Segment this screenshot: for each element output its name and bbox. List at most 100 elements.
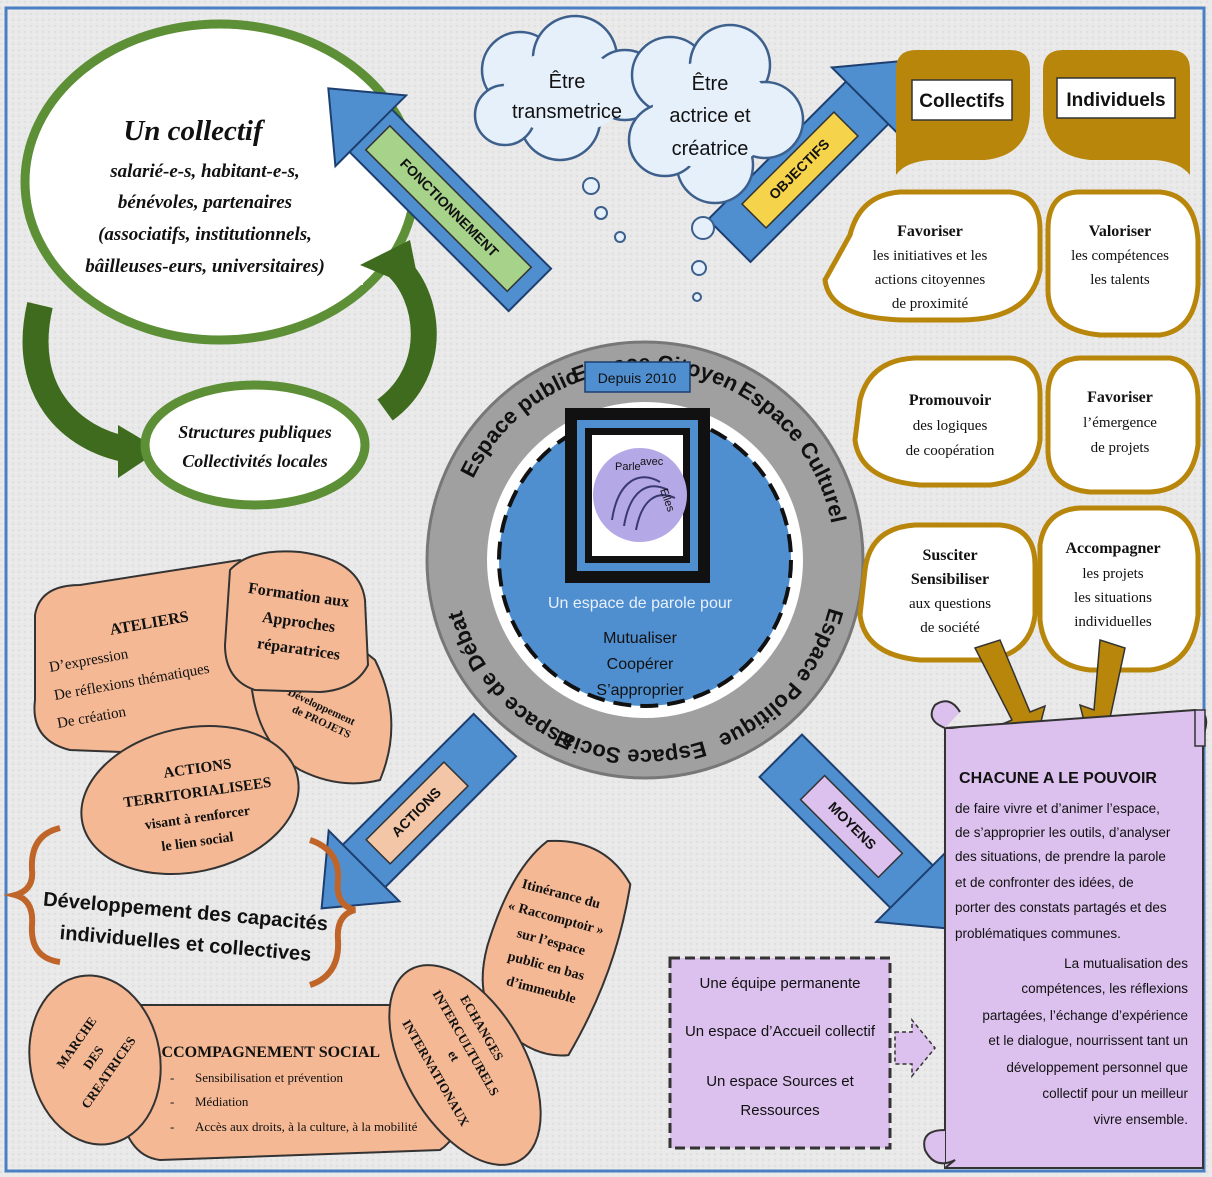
scroll: [923, 700, 1208, 1169]
objective-1-line-2: actions citoyennes: [875, 272, 986, 288]
thought-bubbles: [582, 177, 715, 302]
logo-profile-3: [635, 494, 676, 531]
accompagnement-dash-3: -: [170, 1119, 174, 1134]
objective-6-title: Accompagner: [1065, 540, 1160, 557]
scroll-line-13: vivre ensemble.: [1093, 1112, 1188, 1127]
moyens-arrow: [894, 1017, 936, 1079]
green-arrowhead-left: [118, 425, 160, 478]
moyens-box: [668, 956, 892, 1150]
structures-oval: [140, 380, 370, 510]
green-cycle-arrow-left: [22, 302, 133, 463]
scroll-line-3: des situations, de prendre la parole: [955, 849, 1166, 864]
scroll-line-2: de s’approprier les outils, d’analyser: [955, 825, 1171, 840]
territoriales-shape: [80, 724, 300, 876]
center-verb-3: S’approprier: [596, 682, 684, 699]
objective-bubble-6: [1037, 505, 1201, 673]
tab-collectifs-box: [911, 79, 1013, 121]
accompagnement-item-2: Médiation: [195, 1094, 249, 1109]
scroll-line-9: partagées, l’échange d’expérience: [982, 1008, 1188, 1023]
scroll-line-6: problématiques communes.: [955, 926, 1121, 941]
objective-4-title: Favoriser: [1087, 389, 1153, 406]
moyens-item-2: Un espace d’Accueil collectif: [685, 1023, 876, 1040]
collectif-text-box: [78, 100, 363, 285]
accompagnement-dash-2: -: [170, 1094, 174, 1109]
objective-2-line-1: les compétences: [1071, 248, 1169, 264]
brace-right: [308, 837, 356, 988]
moyens-item-3b: Ressources: [740, 1102, 819, 1119]
objective-4-line-1: l’émergence: [1083, 415, 1157, 431]
objective-1-line-3: de proximité: [892, 296, 969, 312]
objective-bubble-1: [822, 189, 1043, 323]
objective-3-line-1: des logiques: [913, 418, 988, 434]
objective-bubble-2: [1045, 189, 1201, 338]
accompagnement-item-1: Sensibilisation et prévention: [195, 1070, 344, 1085]
objective-6-line-1: les projets: [1082, 566, 1143, 582]
arrow-objectifs: OBJECTIFS: [706, 59, 911, 264]
objective-3-line-2: de coopération: [906, 443, 995, 459]
objective-5-title: Susciter: [922, 547, 977, 564]
since-text: Depuis 2010: [598, 370, 677, 386]
objective-4-line-2: de projets: [1091, 440, 1150, 456]
formation-shape: [223, 550, 370, 694]
objective-3-title: Promouvoir: [909, 392, 991, 409]
scroll-line-10: et le dialogue, nourrissent tant un: [988, 1033, 1188, 1048]
scroll-line-5: porter des constats partagés et des: [955, 900, 1167, 915]
accompagnement-dash-1: -: [170, 1070, 174, 1085]
brace-left: [3, 825, 61, 965]
center-verb-2: Coopérer: [607, 656, 674, 673]
collectif-line-2: bénévoles, partenaires: [118, 192, 292, 213]
objective-5-title-2: Sensibiliser: [911, 571, 989, 588]
objective-1-title: Favoriser: [897, 223, 963, 240]
scroll-line-11: développement personnel que: [1006, 1060, 1188, 1075]
since-badge: [584, 361, 691, 393]
structures-line-1: Structures publiques: [178, 422, 332, 442]
objective-1-line-1: les initiatives et les: [873, 248, 988, 264]
moyens-item-1: Une équipe permanente: [700, 975, 861, 992]
scroll-line-4: et de confronter des idées, de: [955, 875, 1134, 890]
marche-shape: [28, 974, 162, 1146]
tab-individuels-label: Individuels: [1066, 90, 1165, 111]
tab-collectifs-label: Collectifs: [919, 91, 1005, 112]
objective-bubble-4: [1045, 355, 1201, 495]
logo-profile-2: [623, 485, 669, 527]
green-arrowhead-right: [360, 240, 420, 290]
accompagnement-title: ACCOMPAGNEMENT SOCIAL: [150, 1044, 380, 1061]
accompagnement-item-3: Accès aux droits, à la culture, à la mob…: [195, 1119, 418, 1134]
objective-bubble-5: [857, 522, 1038, 663]
arrow-actions: ACTIONS: [320, 712, 518, 910]
objective-6-line-3: individuelles: [1074, 614, 1152, 630]
collectif-line-4: bâilleuses-eurs, universitaires): [85, 256, 325, 277]
logo-circle: [593, 448, 687, 542]
echanges-shape: [388, 964, 542, 1166]
scroll-title: CHACUNE A LE POUVOIR: [959, 770, 1157, 787]
cloud-right-line-1: Être: [692, 72, 729, 95]
cloud-left-line-2: transmetrice: [512, 101, 622, 123]
logo-profile-1: [611, 476, 661, 521]
collectif-line-3: (associatifs, institutionnels,: [98, 224, 312, 245]
objective-5-line-2: de société: [920, 620, 980, 636]
scroll-line-8: compétences, les réflexions: [1021, 981, 1188, 996]
scroll-line-7: La mutualisation des: [1064, 956, 1188, 971]
cloud-actrice: [627, 23, 805, 205]
scroll-line-1: de faire vivre et d’animer l’espace,: [955, 801, 1160, 816]
cloud-right-line-3: créatrice: [672, 138, 749, 160]
collectif-title: Un collectif: [123, 115, 266, 147]
collectif-line-1: salarié-e-s, habitant-e-s,: [109, 161, 299, 182]
cloud-left-line-1: Être: [549, 70, 586, 93]
cloud-right-line-2: actrice et: [669, 105, 751, 127]
objective-bubble-3: [852, 355, 1043, 488]
logo-word-1: Parle: [615, 461, 641, 473]
scroll-line-12: collectif pour un meilleur: [1042, 1086, 1188, 1101]
logo-word-2: avec: [640, 456, 664, 468]
cloud-transmetrice: [473, 14, 662, 162]
frame-border: [4, 6, 1206, 1173]
objective-5-line-1: aux questions: [909, 596, 991, 612]
itinerance-shape: [481, 839, 632, 1057]
objective-6-line-2: les situations: [1074, 590, 1152, 606]
center-verb-1: Mutualiser: [603, 630, 677, 647]
objective-2-title: Valoriser: [1089, 223, 1152, 240]
arrow-moyens: MOYENS: [758, 733, 956, 931]
tab-individuels-box: [1056, 77, 1176, 119]
